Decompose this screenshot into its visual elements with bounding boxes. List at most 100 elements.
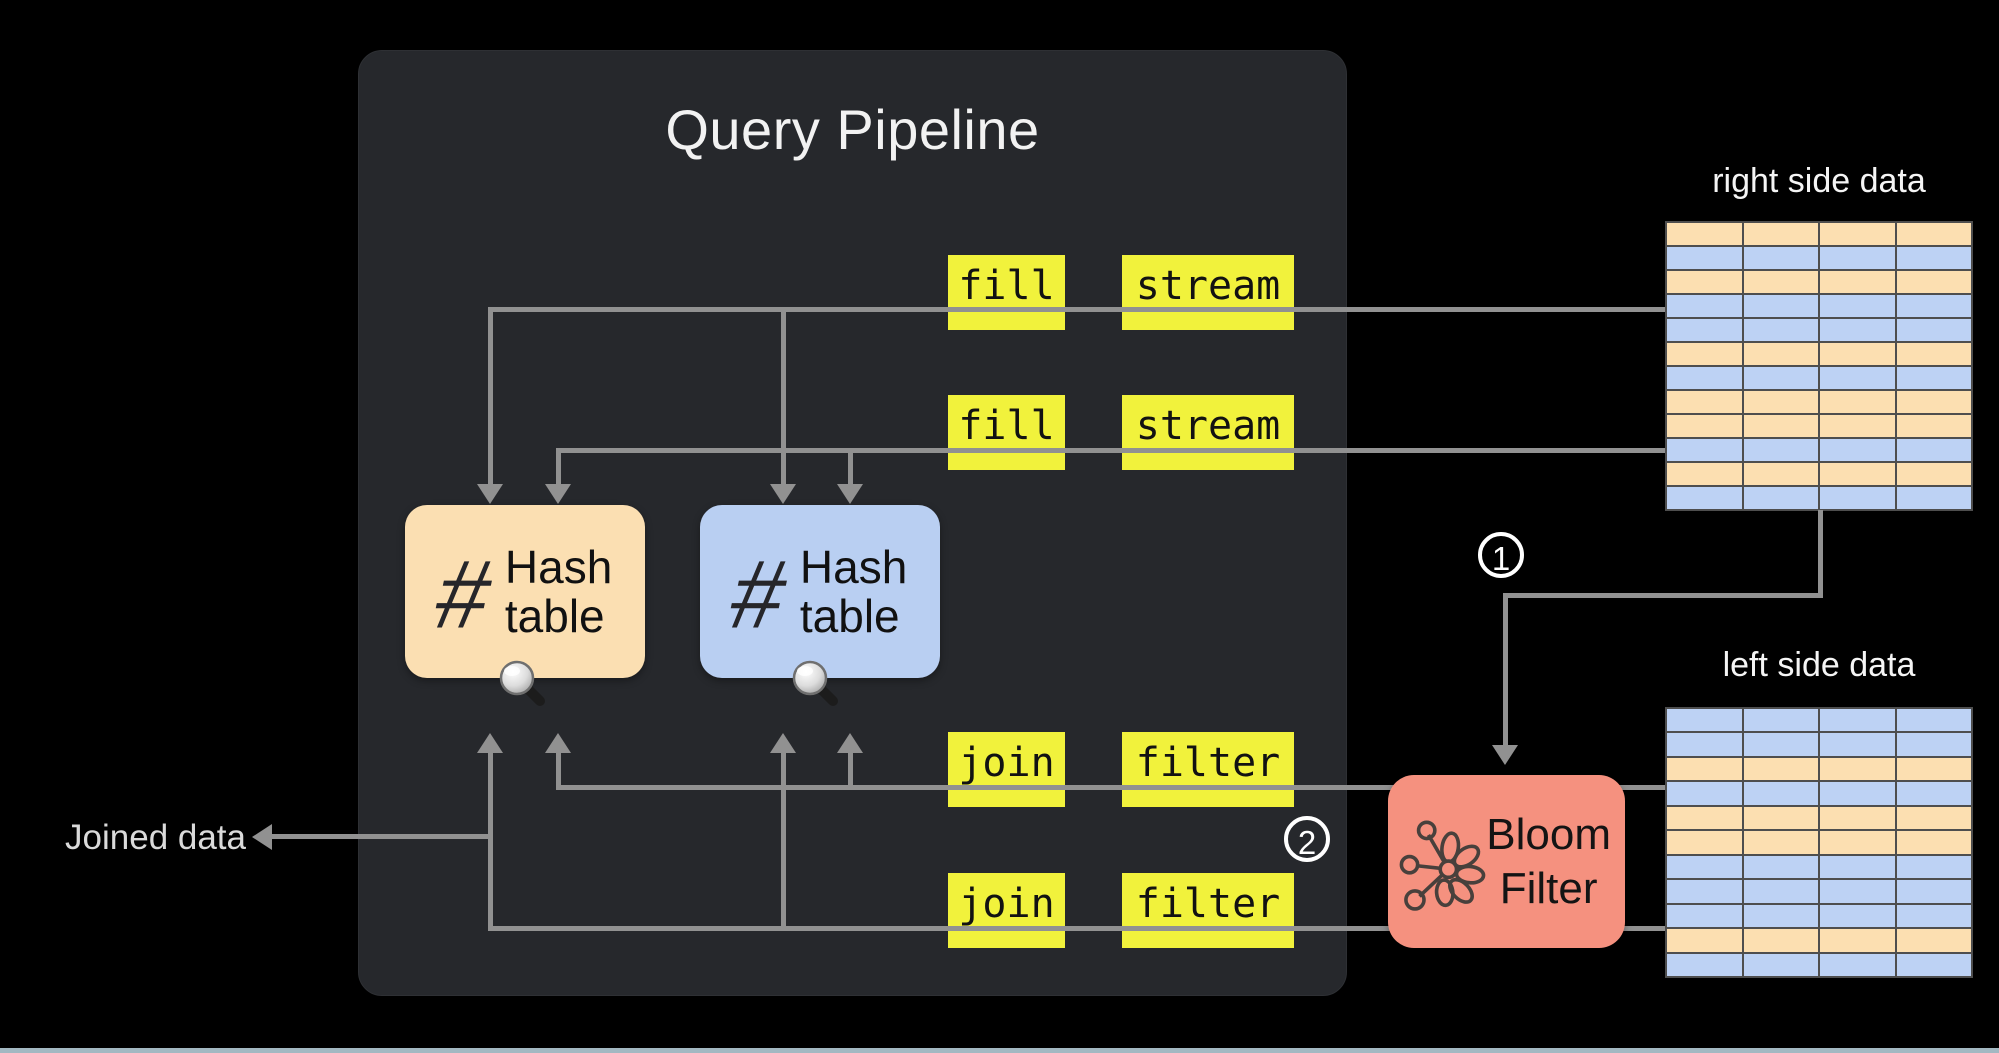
table-cell	[1741, 782, 1818, 805]
table-cell	[1818, 855, 1895, 879]
table-cell	[1741, 929, 1818, 952]
stem-down-blue-right	[848, 448, 853, 485]
table-cell	[1667, 806, 1742, 830]
table-row	[1667, 731, 1971, 756]
table-cell	[1818, 733, 1895, 756]
table-row	[1667, 709, 1971, 732]
table-cell	[1894, 487, 1971, 509]
table-cell	[1818, 880, 1895, 903]
table-cell	[1818, 343, 1895, 365]
table-row	[1667, 269, 1971, 293]
table-cell	[1894, 733, 1971, 756]
arrow-down-blue-left-icon	[770, 484, 796, 504]
table-row	[1667, 341, 1971, 365]
table-cell	[1667, 929, 1742, 952]
table-cell	[1667, 904, 1742, 928]
table-row	[1667, 437, 1971, 461]
op-fill-1: fill	[948, 255, 1065, 330]
table-cell	[1741, 247, 1818, 269]
stem-down-orange-right	[556, 448, 561, 485]
table-cell	[1741, 757, 1818, 781]
table-cell	[1741, 709, 1818, 732]
table-cell	[1667, 391, 1742, 413]
table-cell	[1818, 757, 1895, 781]
table-cell	[1818, 415, 1895, 437]
table-cell	[1667, 439, 1742, 461]
table-cell	[1894, 271, 1971, 293]
stem-down-orange-left	[488, 307, 493, 485]
left-table-label: left side data	[1722, 646, 1916, 684]
arrow-up-orange-left-icon	[477, 733, 503, 753]
table-cell	[1818, 319, 1895, 341]
right-table-down-stem	[1818, 510, 1823, 598]
table-cell	[1667, 709, 1742, 732]
table-cell	[1667, 733, 1742, 756]
right-table-label: right side data	[1712, 162, 1926, 200]
arrow-down-bloom-icon	[1492, 745, 1518, 765]
table-cell	[1741, 319, 1818, 341]
table-cell	[1894, 953, 1971, 976]
op-filter-1: filter	[1122, 732, 1294, 807]
table-row	[1667, 804, 1971, 830]
line-join-filter-1	[556, 785, 1665, 790]
bloom-filter-label: Bloom Filter	[1486, 809, 1611, 913]
table-cell	[1818, 295, 1895, 317]
table-cell	[1741, 880, 1818, 903]
table-cell	[1741, 223, 1818, 245]
table-cell	[1741, 295, 1818, 317]
table-cell	[1741, 391, 1818, 413]
table-cell	[1894, 904, 1971, 928]
table-cell	[1894, 415, 1971, 437]
table-cell	[1667, 831, 1742, 854]
table-cell	[1818, 487, 1895, 509]
table-cell	[1741, 271, 1818, 293]
op-stream-1: stream	[1122, 255, 1294, 330]
table-cell	[1818, 271, 1895, 293]
line-fill-stream-1	[488, 307, 1665, 312]
hash-symbol: #	[721, 541, 796, 649]
table-cell	[1894, 367, 1971, 389]
table-cell	[1667, 295, 1742, 317]
table-cell	[1741, 367, 1818, 389]
bloom-inlet-stem	[1503, 593, 1508, 745]
table-row	[1667, 878, 1971, 903]
op-stream-2: stream	[1122, 395, 1294, 470]
table-cell	[1667, 247, 1742, 269]
table-cell	[1818, 904, 1895, 928]
table-cell	[1818, 709, 1895, 732]
joined-data-line	[268, 834, 493, 839]
table-cell	[1894, 439, 1971, 461]
table-row	[1667, 413, 1971, 437]
table-cell	[1894, 831, 1971, 854]
table-cell	[1741, 831, 1818, 854]
line-join-filter-2	[488, 926, 1665, 931]
table-cell	[1894, 295, 1971, 317]
bloom-filter-node: Bloom Filter	[1388, 775, 1625, 948]
stem-up-orange-left	[488, 752, 493, 931]
stem-down-blue-left	[781, 307, 786, 485]
table-cell	[1667, 343, 1742, 365]
table-cell	[1818, 247, 1895, 269]
hash-symbol: #	[426, 541, 501, 649]
joined-data-arrow-icon	[252, 824, 272, 850]
table-cell	[1818, 367, 1895, 389]
stem-up-blue-left	[781, 752, 786, 931]
table-cell	[1741, 487, 1818, 509]
magnifier-icon	[499, 660, 545, 706]
table-cell	[1894, 806, 1971, 830]
arrow-up-blue-right-icon	[837, 733, 863, 753]
line-fill-stream-2	[556, 448, 1665, 453]
table-cell	[1667, 319, 1742, 341]
table-cell	[1741, 343, 1818, 365]
table-cell	[1667, 953, 1742, 976]
table-cell	[1894, 343, 1971, 365]
table-row	[1667, 485, 1971, 509]
table-row	[1667, 755, 1971, 781]
table-cell	[1741, 806, 1818, 830]
table-cell	[1667, 415, 1742, 437]
stem-up-orange-right	[556, 752, 561, 790]
table-cell	[1894, 757, 1971, 781]
step-badge-1: 1	[1478, 532, 1524, 578]
table-row	[1667, 927, 1971, 952]
